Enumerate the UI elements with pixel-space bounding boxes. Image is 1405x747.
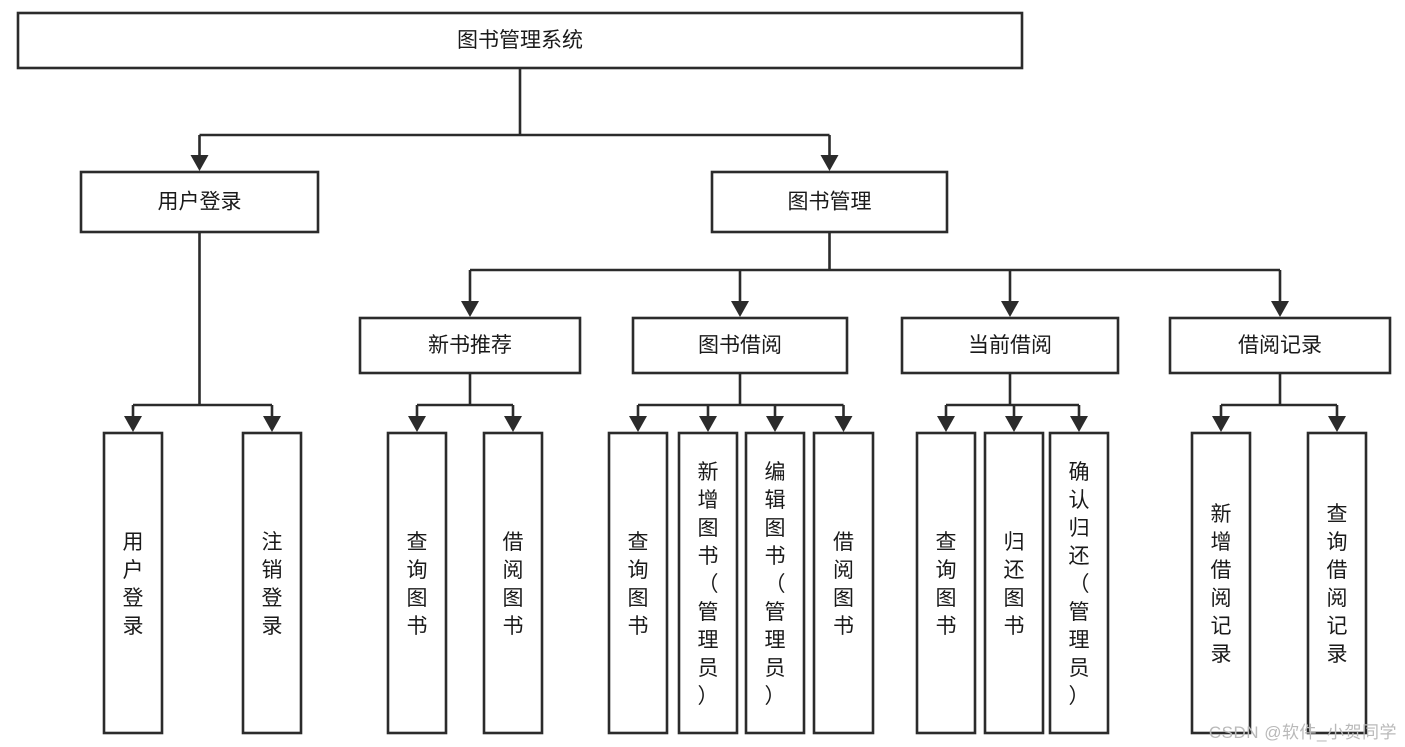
node-label: 新书推荐 bbox=[428, 334, 512, 357]
arrow-head-icon bbox=[1005, 416, 1023, 432]
node-label: 用户登录 bbox=[158, 191, 242, 214]
node-label: 图书借阅 bbox=[698, 334, 782, 357]
arrow-head-icon bbox=[731, 301, 749, 317]
arrow-head-icon bbox=[190, 155, 209, 171]
node-leaf-query-book-1[interactable]: 查询图书 bbox=[386, 431, 448, 735]
node-current-borrow[interactable]: 当前借阅 bbox=[900, 316, 1120, 375]
arrow-head-icon bbox=[699, 416, 717, 432]
node-box[interactable] bbox=[1168, 316, 1392, 375]
node-box[interactable] bbox=[102, 431, 164, 735]
node-label: 借阅记录 bbox=[1238, 334, 1322, 357]
arrow-head-icon bbox=[1070, 416, 1088, 432]
node-label: 图书管理系统 bbox=[457, 29, 583, 52]
node-leaf-borrow-book-2[interactable]: 借阅图书 bbox=[812, 431, 875, 735]
arrow-head-icon bbox=[1212, 416, 1230, 432]
node-label: 用户登录 bbox=[123, 531, 144, 638]
node-label: 当前借阅 bbox=[968, 334, 1052, 357]
node-box[interactable] bbox=[1190, 431, 1252, 735]
arrow-head-icon bbox=[766, 416, 784, 432]
arrow-head-icon bbox=[461, 301, 479, 317]
node-label: 查询图书 bbox=[628, 531, 649, 638]
node-label: 借阅图书 bbox=[833, 531, 854, 638]
node-leaf-user-login[interactable]: 用户登录 bbox=[102, 431, 164, 735]
connector-group bbox=[408, 373, 522, 432]
nodes-layer: 图书管理系统用户登录图书管理新书推荐图书借阅当前借阅借阅记录用户登录注销登录查询… bbox=[16, 11, 1392, 735]
node-label: 新增借阅记录 bbox=[1211, 503, 1232, 666]
node-leaf-edit-book[interactable]: 编辑图书（管理员） bbox=[744, 431, 806, 735]
node-box[interactable] bbox=[1306, 431, 1368, 735]
arrow-head-icon bbox=[504, 416, 522, 432]
node-box[interactable] bbox=[983, 431, 1045, 735]
arrow-head-icon bbox=[408, 416, 426, 432]
node-box[interactable] bbox=[900, 316, 1120, 375]
node-leaf-query-book-2[interactable]: 查询图书 bbox=[607, 431, 669, 735]
watermark-text: CSDN @软件_小贺同学 bbox=[1208, 723, 1397, 742]
arrow-head-icon bbox=[1271, 301, 1289, 317]
node-leaf-query-book-3[interactable]: 查询图书 bbox=[915, 431, 977, 735]
node-box[interactable] bbox=[812, 431, 875, 735]
node-root[interactable]: 图书管理系统 bbox=[16, 11, 1024, 70]
connector-group bbox=[629, 373, 853, 432]
node-leaf-add-record[interactable]: 新增借阅记录 bbox=[1190, 431, 1252, 735]
connector-group bbox=[1212, 373, 1346, 432]
node-leaf-return-book[interactable]: 归还图书 bbox=[983, 431, 1045, 735]
arrow-head-icon bbox=[629, 416, 647, 432]
node-box[interactable] bbox=[631, 316, 849, 375]
connectors-layer bbox=[124, 68, 1346, 432]
node-label: 编辑图书（管理员） bbox=[765, 461, 786, 708]
connector-group bbox=[937, 373, 1088, 432]
node-box[interactable] bbox=[1048, 431, 1110, 735]
node-leaf-query-record[interactable]: 查询借阅记录 bbox=[1306, 431, 1368, 735]
node-box[interactable] bbox=[744, 431, 806, 735]
arrow-head-icon bbox=[834, 416, 853, 432]
arrow-head-icon bbox=[1001, 301, 1019, 317]
node-box[interactable] bbox=[79, 170, 320, 234]
node-label: 查询借阅记录 bbox=[1327, 503, 1348, 666]
node-box[interactable] bbox=[386, 431, 448, 735]
node-box[interactable] bbox=[482, 431, 544, 735]
node-label: 新增图书（管理员） bbox=[698, 461, 719, 708]
node-book-manage[interactable]: 图书管理 bbox=[710, 170, 949, 234]
arrow-head-icon bbox=[1328, 416, 1346, 432]
node-box[interactable] bbox=[710, 170, 949, 234]
arrow-head-icon bbox=[263, 416, 281, 432]
connector-group bbox=[124, 232, 281, 432]
node-box[interactable] bbox=[241, 431, 303, 735]
node-label: 确认归还（管理员） bbox=[1069, 461, 1090, 708]
node-box[interactable] bbox=[16, 11, 1024, 70]
node-box[interactable] bbox=[677, 431, 739, 735]
arrow-head-icon bbox=[820, 155, 839, 171]
node-box[interactable] bbox=[358, 316, 582, 375]
node-label: 查询图书 bbox=[407, 531, 428, 638]
node-leaf-add-book[interactable]: 新增图书（管理员） bbox=[677, 431, 739, 735]
node-label: 查询图书 bbox=[936, 531, 957, 638]
arrow-head-icon bbox=[937, 416, 955, 432]
node-box[interactable] bbox=[915, 431, 977, 735]
node-leaf-logout[interactable]: 注销登录 bbox=[241, 431, 303, 735]
node-new-book-rec[interactable]: 新书推荐 bbox=[358, 316, 582, 375]
connector-group bbox=[461, 232, 1289, 317]
node-label: 注销登录 bbox=[262, 531, 283, 638]
node-leaf-borrow-book-1[interactable]: 借阅图书 bbox=[482, 431, 544, 735]
node-label: 图书管理 bbox=[788, 191, 872, 214]
arrow-head-icon bbox=[124, 416, 142, 432]
node-borrow-record[interactable]: 借阅记录 bbox=[1168, 316, 1392, 375]
node-user-login[interactable]: 用户登录 bbox=[79, 170, 320, 234]
connector-group bbox=[190, 68, 839, 171]
node-leaf-confirm-return[interactable]: 确认归还（管理员） bbox=[1048, 431, 1110, 735]
node-label: 归还图书 bbox=[1004, 531, 1025, 638]
node-label: 借阅图书 bbox=[503, 531, 524, 638]
node-box[interactable] bbox=[607, 431, 669, 735]
node-book-borrow[interactable]: 图书借阅 bbox=[631, 316, 849, 375]
